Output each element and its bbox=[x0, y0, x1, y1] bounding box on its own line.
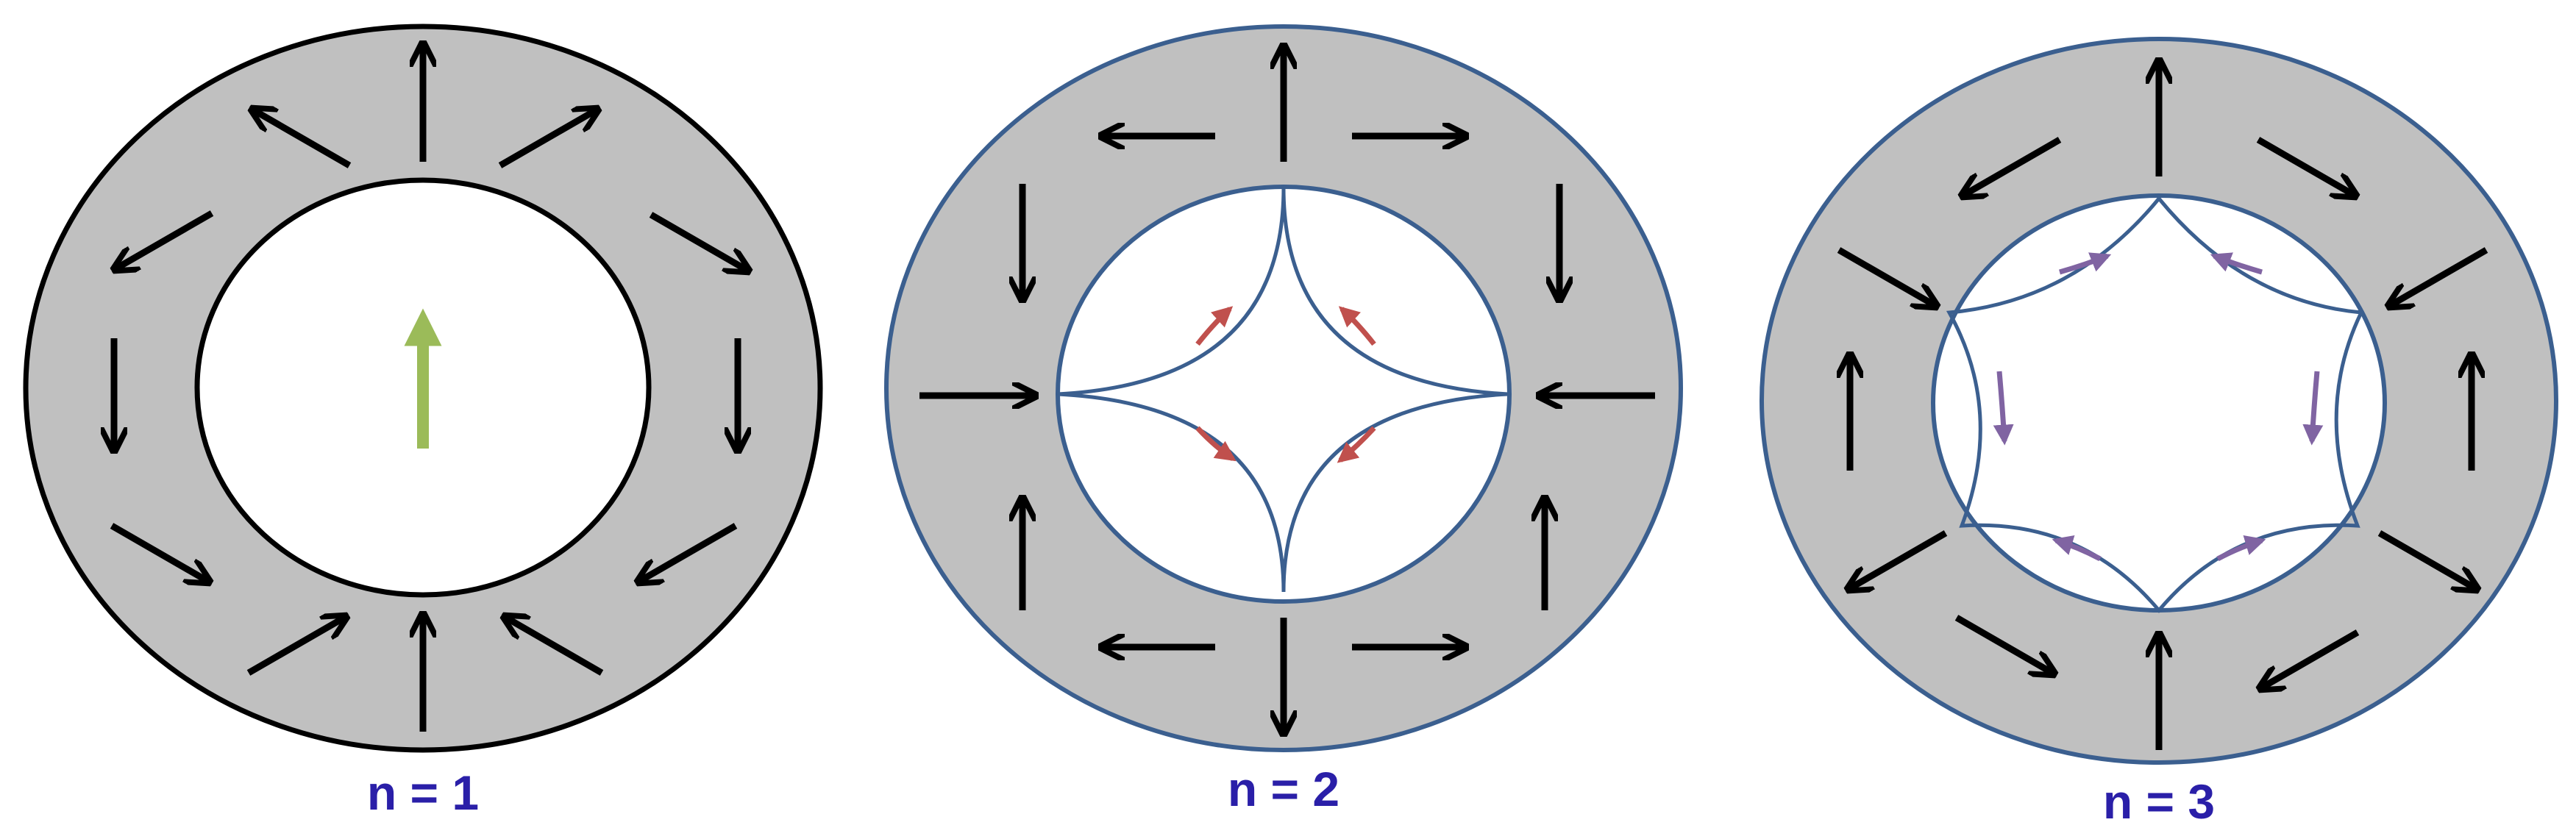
field-arrow bbox=[254, 110, 352, 168]
inner-arrows-n2 bbox=[1195, 306, 1376, 463]
inner-arrow bbox=[2210, 252, 2263, 275]
field-arrow bbox=[2377, 530, 2475, 588]
inner-arrows-n3 bbox=[1993, 252, 2324, 562]
caption-n2: n = 2 bbox=[1227, 762, 1340, 816]
inner-arrow bbox=[2059, 252, 2112, 275]
caption-n1: n = 1 bbox=[366, 765, 480, 820]
panel-n1 bbox=[23, 24, 823, 753]
field-arrow bbox=[506, 618, 604, 676]
inner-arrow bbox=[2216, 535, 2266, 562]
field-arrow bbox=[2262, 629, 2360, 688]
field-arrow bbox=[1954, 615, 2052, 673]
inner-hole-n2 bbox=[1056, 185, 1512, 604]
field-arrow bbox=[110, 523, 207, 581]
astroid-curve-n2 bbox=[1057, 187, 1509, 593]
field-arrow bbox=[640, 523, 738, 581]
inner-arrow bbox=[1338, 306, 1376, 346]
caption-n3: n = 3 bbox=[2102, 774, 2216, 829]
inner-arrow bbox=[1195, 306, 1234, 346]
field-arrow bbox=[2256, 137, 2354, 195]
field-arrows-n2 bbox=[919, 48, 1655, 732]
hexastar-curve-n3 bbox=[1946, 196, 2364, 613]
field-arrow bbox=[116, 210, 214, 268]
field-arrows-n1 bbox=[112, 46, 747, 732]
field-arrow bbox=[246, 618, 344, 676]
field-arrow bbox=[1837, 247, 1935, 305]
inner-arrow bbox=[2302, 371, 2324, 446]
field-arrow bbox=[1850, 530, 1948, 588]
panel-n3 bbox=[1760, 37, 2558, 765]
field-arrow bbox=[2391, 247, 2488, 305]
inner-arrow bbox=[1337, 426, 1376, 463]
inner-arrow bbox=[1195, 426, 1237, 462]
field-arrow bbox=[498, 110, 596, 168]
panel-n2 bbox=[884, 24, 1683, 752]
field-arrow bbox=[649, 212, 747, 270]
inner-arrow bbox=[2052, 535, 2102, 562]
field-arrow bbox=[1964, 137, 2062, 195]
field-arrows-n3 bbox=[1837, 63, 2488, 750]
inner-arrow bbox=[1993, 371, 2014, 446]
